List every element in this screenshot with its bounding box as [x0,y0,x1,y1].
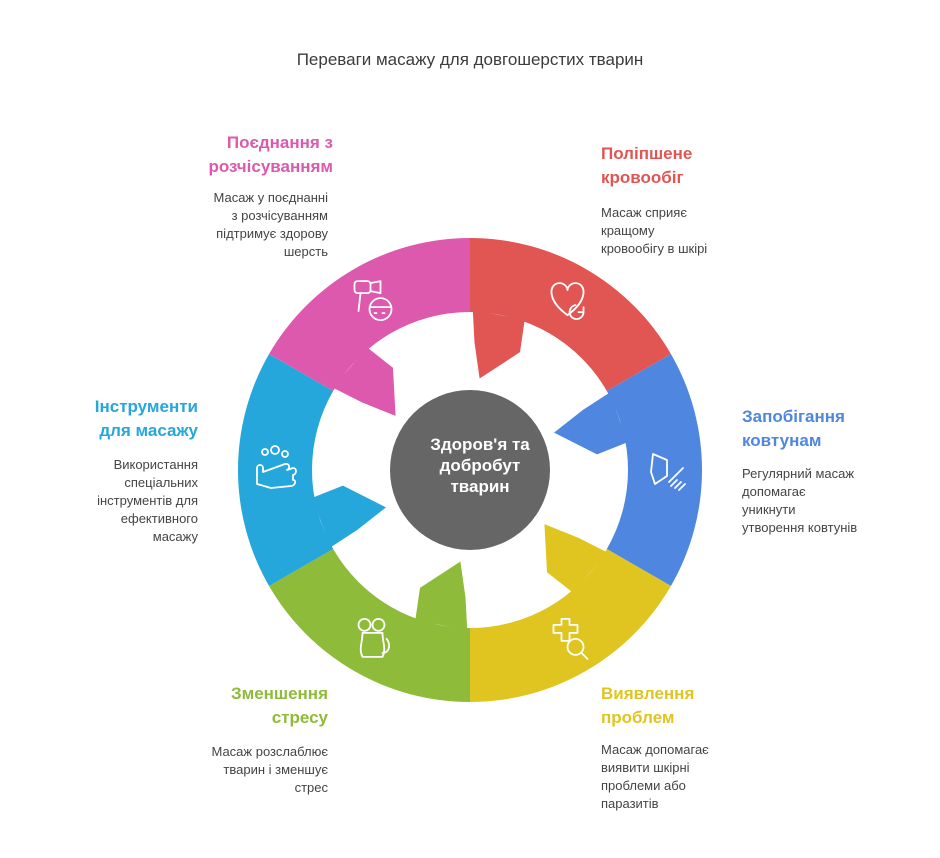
center-label-line: Здоров'я та [430,435,530,454]
washing-hands-icon [256,445,297,489]
center-label-line: добробут [439,456,521,475]
segment-brushing [269,238,470,391]
segment-arrow-circulation [472,310,525,379]
comb-pet-icon [650,453,686,491]
page-title: Переваги масажу для довгошерстих тварин [296,50,644,69]
segment-arrow-stress [415,561,468,630]
segment-matting [606,354,703,586]
segment-arrow-tools [312,485,386,548]
segment-tools [238,354,334,586]
mouse-pet-icon [357,617,391,658]
center-label: Здоров'я та добробут тварин [390,434,570,497]
segment-arrow-brushing [332,347,396,416]
heart-refresh-icon [550,282,585,320]
center-label-line: тварин [450,477,510,496]
segment-arrow-matting [554,392,628,455]
segment-stress [269,549,470,702]
hairdryer-pet-icon [353,280,393,322]
medical-search-icon [552,617,589,660]
center-circle [390,390,550,550]
segment-arrow-detection [544,524,608,593]
